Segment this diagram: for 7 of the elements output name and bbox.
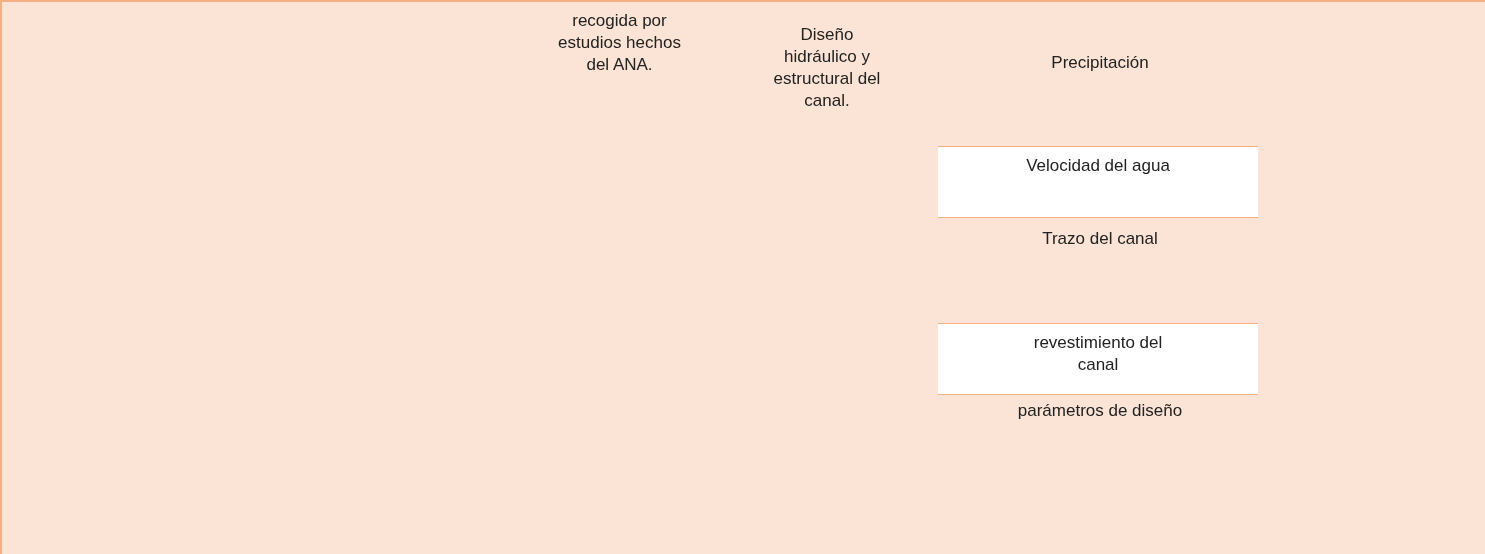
- text-label: recogida por estudios hechos del ANA.: [557, 10, 682, 76]
- text-label: Diseño hidráulico y estructural del canal.: [772, 24, 882, 112]
- text-label: parámetros de diseño: [1016, 400, 1184, 422]
- text-box: Velocidad del agua: [938, 146, 1258, 218]
- text-label: Trazo del canal: [1041, 228, 1159, 250]
- text-box: revestimiento del canal: [938, 323, 1258, 395]
- text-label: Precipitación: [1050, 52, 1150, 74]
